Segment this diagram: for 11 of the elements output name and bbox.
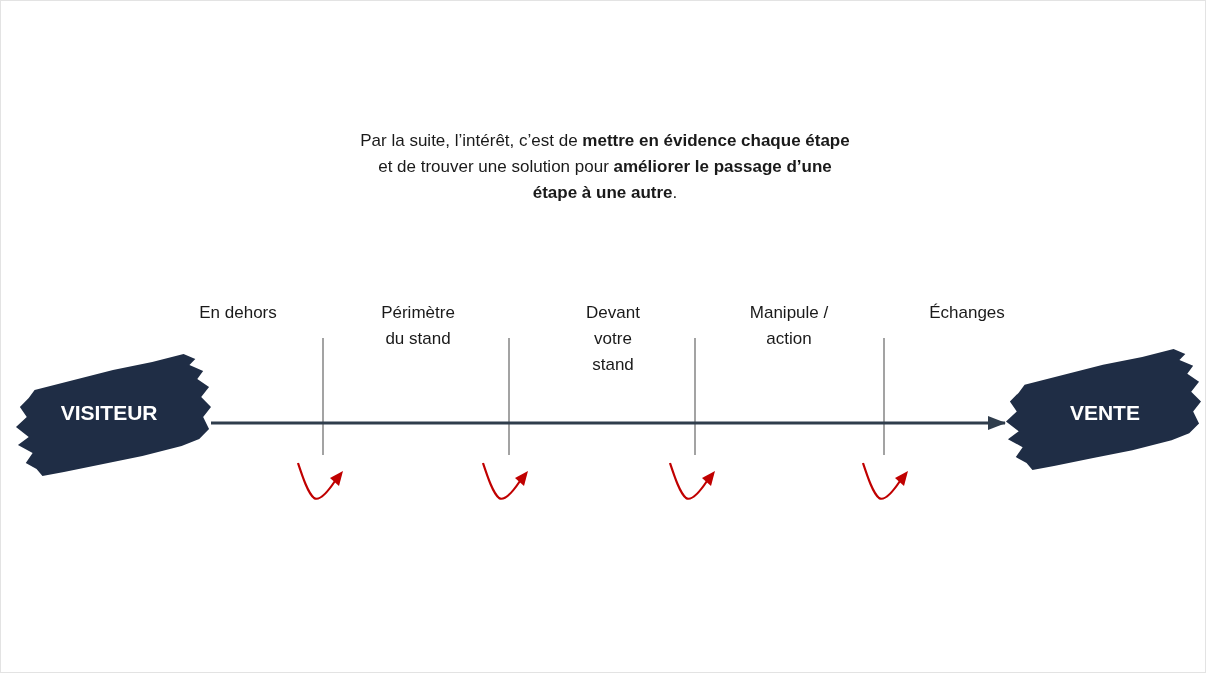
stage-label: En dehors	[198, 302, 278, 324]
stage-label: Périmètre du stand	[380, 302, 456, 350]
intro-paragraph: Par la suite, l’intérêt, c’est de mettre en évidence chaque étape et de trouver une solution pour améliorer le passage d’une étape à une autre.	[359, 130, 851, 204]
brush-stroke-shape	[15, 352, 211, 477]
stage-label: Échanges	[928, 302, 1006, 324]
node-label: VISITEUR	[60, 401, 158, 426]
stage-label: Devant votre stand	[585, 302, 641, 376]
node-label: VENTE	[1069, 400, 1140, 425]
arrow	[211, 416, 1006, 430]
brush-stroke-shape	[1005, 347, 1201, 471]
stage-label: Manipule / action	[748, 302, 830, 350]
